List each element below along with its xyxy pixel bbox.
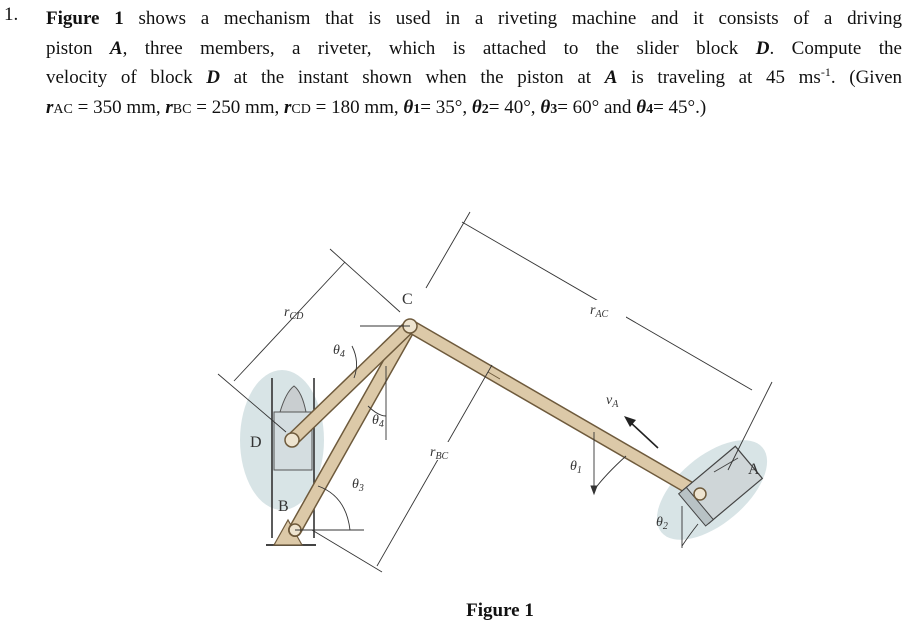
label-c: C: [402, 291, 413, 308]
problem-line-2: piston A, three members, a riveter, whic…: [46, 34, 902, 64]
cylinder-axis-mark: [713, 457, 739, 473]
question-number: 1.: [4, 4, 19, 25]
theta-1-value: = 35°,: [420, 96, 472, 118]
r-bc-symbol: r: [165, 96, 173, 118]
theta-4-value: = 45°.): [653, 96, 707, 118]
figure-caption: Figure 1: [466, 600, 534, 621]
line1-text: shows a mechanism that is used in a rive…: [123, 8, 902, 29]
block-d-symbol: D: [206, 67, 220, 88]
line2-part3: . Compute the: [769, 37, 902, 59]
theta-2-subscript: 2: [481, 101, 489, 117]
label-theta-3: θ3: [352, 477, 364, 494]
label-theta-1: θ1: [570, 459, 582, 476]
r-cd-symbol: r: [284, 96, 292, 118]
block-d-symbol: D: [755, 37, 770, 59]
label-r-bc-bg: [426, 442, 460, 460]
label-theta-4-lower: θ4: [372, 413, 384, 430]
point-a-symbol: A: [604, 67, 618, 88]
label-r-ac-bg: [584, 300, 626, 318]
pin-a: [693, 487, 707, 501]
line3-part1: velocity of block: [46, 67, 207, 88]
member-ac-joint-mark: [487, 371, 501, 380]
problem-line-1: Figure 1 shows a mechanism that is used …: [46, 4, 902, 34]
problem-statement: Figure 1 shows a mechanism that is used …: [46, 4, 902, 124]
theta-3-symbol: θ: [540, 96, 551, 118]
theta-2-symbol: θ: [471, 96, 482, 118]
problem-line-3: velocity of block D at the instant shown…: [46, 63, 902, 93]
label-r-ac: rAC: [590, 303, 609, 320]
label-d: D: [250, 434, 262, 451]
label-theta-4-upper: θ4: [333, 343, 345, 360]
line2-part2: , three members, a riveter, which is att…: [122, 37, 756, 59]
theta-3-subscript: 3: [550, 101, 558, 117]
pin-d: [284, 432, 300, 448]
label-r-bc: rBC: [430, 445, 449, 462]
angle-theta-2: [681, 506, 699, 548]
label-a: A: [748, 461, 760, 478]
point-a-symbol: A: [109, 37, 123, 59]
problem-line-4: rAC = 350 mm, rBC = 250 mm, rCD = 180 mm…: [46, 93, 902, 125]
line3-part2: at the instant shown when the piston at: [219, 67, 605, 88]
theta-3-value: = 60° and: [557, 96, 637, 118]
label-r-cd: rCD: [284, 305, 304, 322]
label-theta-2: θ2: [656, 515, 668, 532]
line3-part4: . (Given: [830, 67, 903, 88]
dimension-r-bc: [311, 364, 493, 573]
theta-4-symbol: θ: [636, 96, 647, 118]
label-v-a: vA: [606, 393, 619, 410]
velocity-unit-exponent: -1: [820, 65, 831, 79]
member-ac-fill: [404, 320, 706, 500]
member-bc-fill: [289, 320, 416, 536]
label-b: B: [278, 498, 289, 515]
theta-1-subscript: 1: [413, 101, 421, 117]
angle-theta-4-upper: [351, 325, 410, 379]
theta-2-value: = 40°,: [488, 96, 541, 118]
figure-reference: Figure 1: [46, 8, 124, 29]
line3-part3: is traveling at 45 ms: [617, 67, 821, 88]
r-ac-subscript: AC: [53, 101, 73, 117]
riveter: [279, 385, 307, 413]
angle-theta-1: [590, 432, 627, 496]
r-bc-value: = 250 mm,: [191, 96, 285, 118]
theta-1-symbol: θ: [403, 96, 414, 118]
member-cd-fill: [286, 320, 416, 446]
r-cd-subscript: CD: [291, 101, 311, 117]
theta-4-subscript: 4: [646, 101, 654, 117]
r-ac-value: = 350 mm,: [72, 96, 166, 118]
angle-theta-3: [295, 485, 364, 531]
line2-part1: piston: [46, 37, 110, 59]
r-cd-value: = 180 mm,: [310, 96, 404, 118]
angle-theta-4-lower: [367, 366, 387, 440]
r-ac-symbol: r: [46, 96, 54, 118]
piston-cylinder: [677, 445, 764, 527]
r-bc-subscript: BC: [172, 101, 192, 117]
mechanism-figure: rCD rAC rBC vA θ4 θ4 θ3 θ1: [217, 211, 773, 573]
dimension-r-cd: [217, 248, 401, 433]
velocity-arrow-va: [624, 416, 659, 449]
